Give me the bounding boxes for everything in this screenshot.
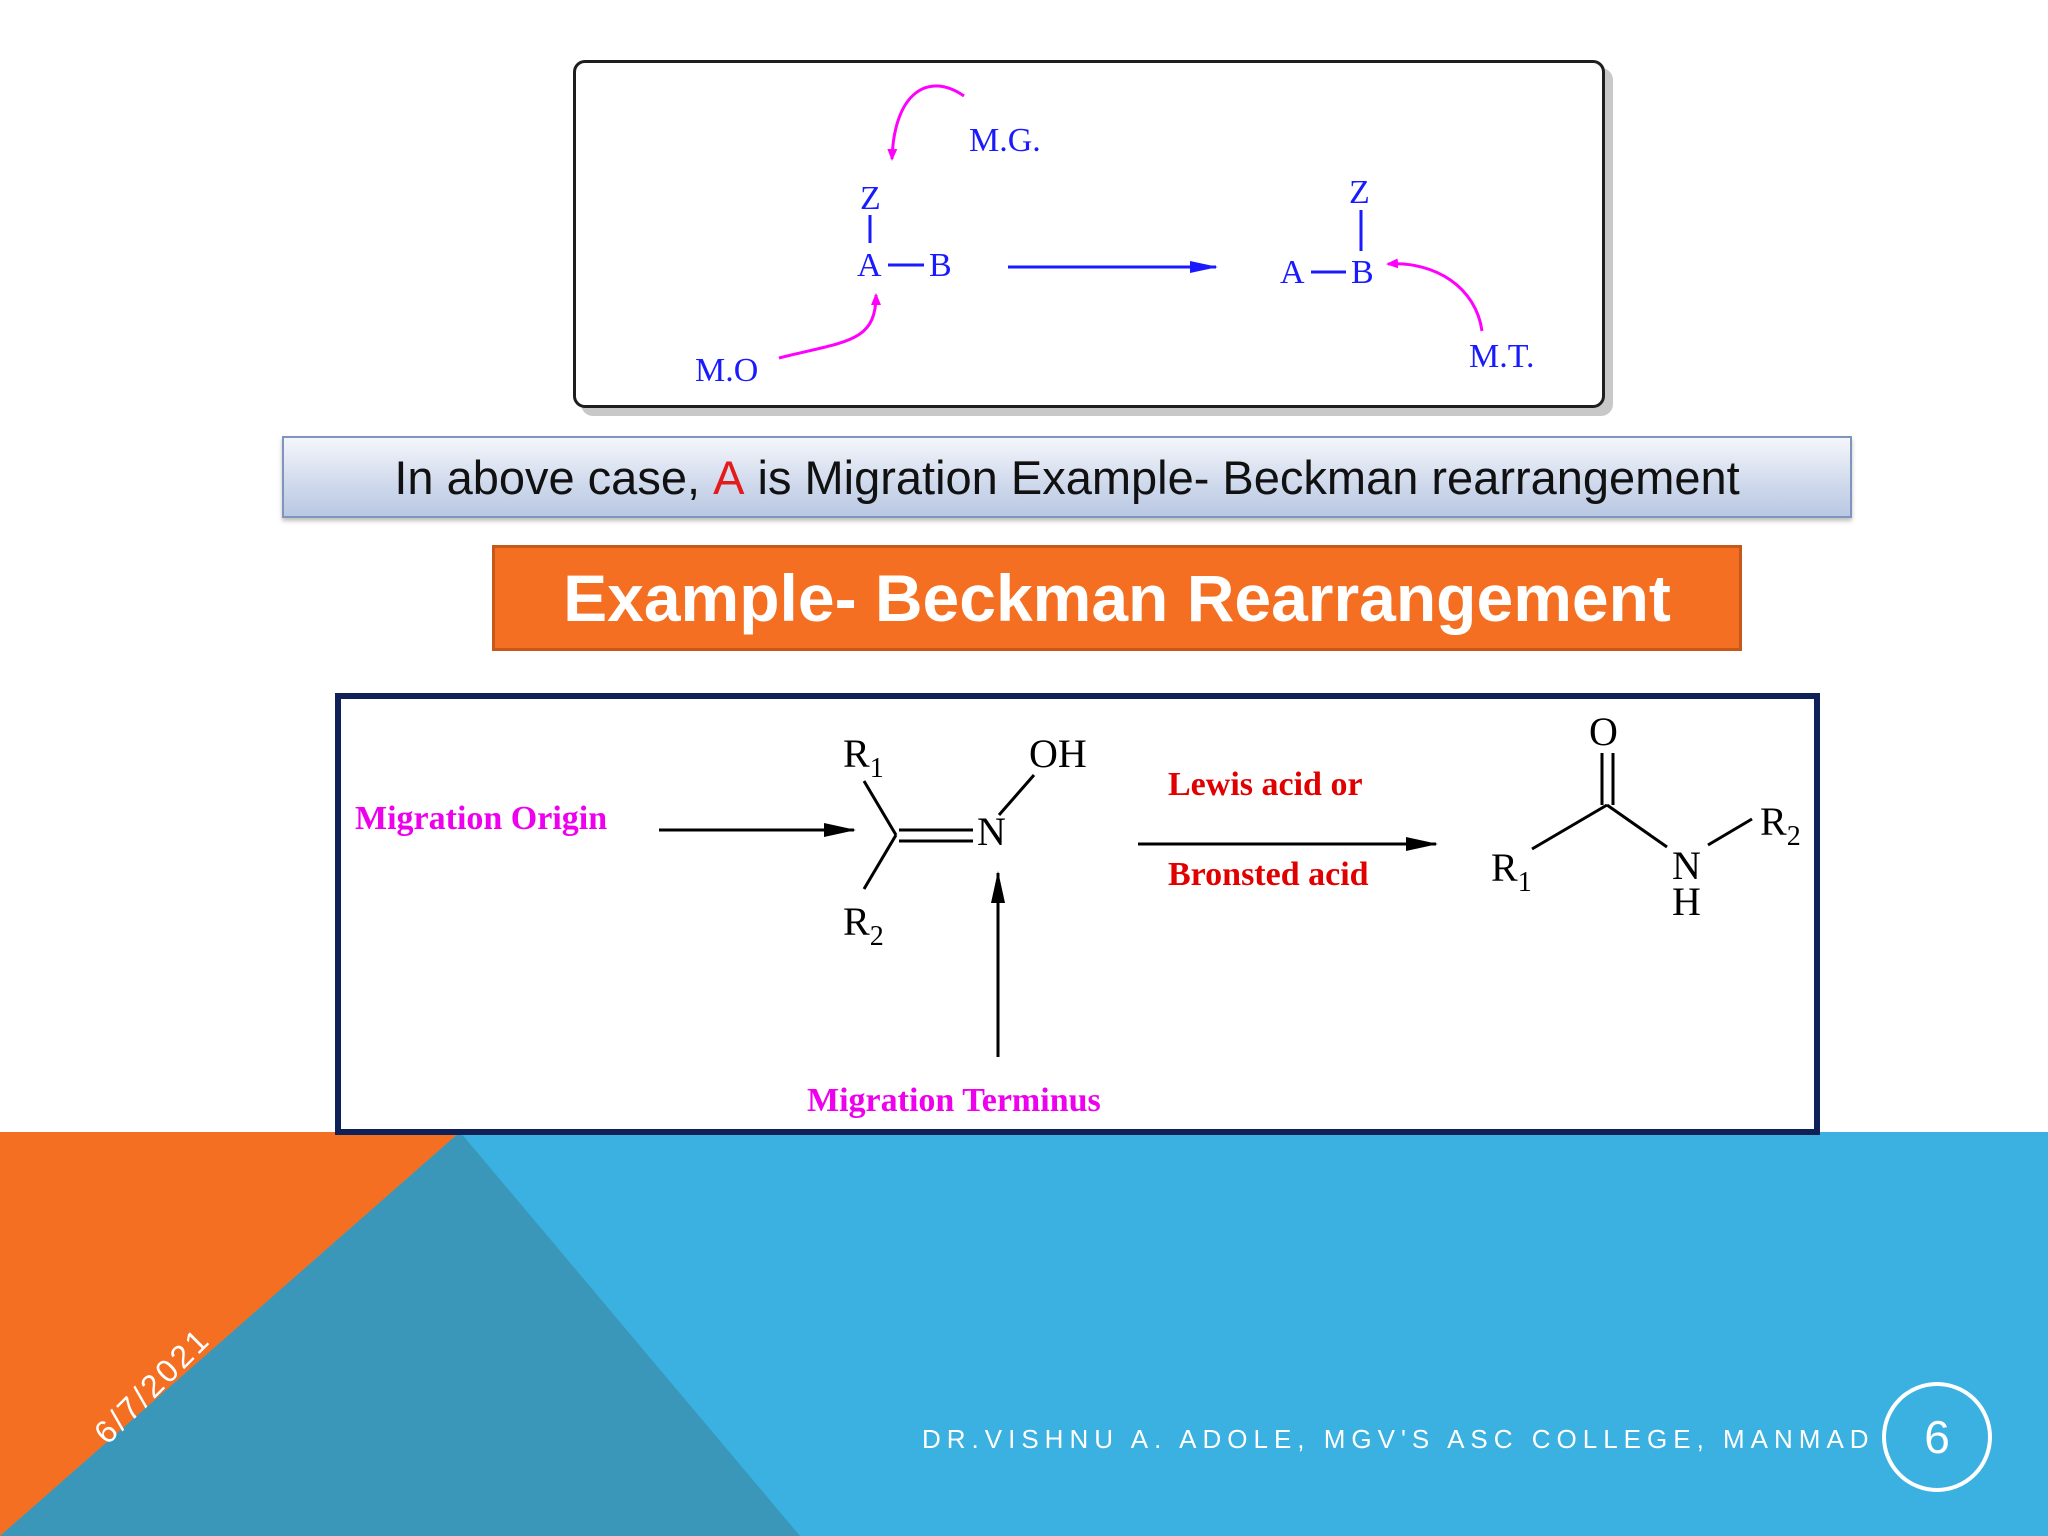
label-mt: M.T. bbox=[1469, 338, 1534, 375]
curve-arrow-mt bbox=[1386, 258, 1484, 332]
label-migration-terminus: Migration Terminus bbox=[807, 1082, 1101, 1119]
beckmann-scheme-diagram: Migration Origin Migration Terminus Lewi… bbox=[355, 709, 1801, 1119]
reagent-lewis-acid: Lewis acid or bbox=[1168, 766, 1363, 803]
label-mg: M.G. bbox=[969, 122, 1041, 159]
section-title-text: Example- Beckman Rearrangement bbox=[563, 561, 1671, 635]
atom-r1-amide: R1 bbox=[1491, 845, 1532, 898]
section-title: Example- Beckman Rearrangement bbox=[492, 545, 1742, 651]
atom-b-left: B bbox=[929, 247, 952, 284]
bond-carbonyl-n bbox=[1606, 803, 1668, 849]
curve-arrow-mo bbox=[778, 293, 881, 360]
curve-arrow-mg bbox=[887, 84, 965, 161]
label-mo: M.O bbox=[695, 352, 758, 389]
beckmann-scheme-box: Migration Origin Migration Terminus Lewi… bbox=[335, 693, 1820, 1135]
atom-b-right: B bbox=[1351, 254, 1374, 291]
atom-a-left: A bbox=[857, 247, 882, 284]
footer-teal-triangle bbox=[0, 1132, 800, 1536]
label-migration-origin: Migration Origin bbox=[355, 800, 607, 837]
atom-n-oxime: N bbox=[977, 809, 1006, 854]
page-number-badge: 6 bbox=[1882, 1382, 1992, 1492]
info-prefix: In above case, bbox=[394, 450, 714, 504]
atom-n-amide: N bbox=[1672, 843, 1701, 888]
migration-scheme-box: M.G. Z A B M.O Z A B M.T. bbox=[573, 60, 1605, 408]
atom-z-left: Z bbox=[860, 180, 881, 217]
info-highlight-a: A bbox=[713, 450, 745, 504]
reagent-bronsted-acid: Bronsted acid bbox=[1168, 856, 1369, 893]
bond-c-r2 bbox=[862, 834, 898, 890]
atom-o-amide: O bbox=[1589, 709, 1618, 754]
info-suffix: is Migration Example- Beckman rearrangem… bbox=[744, 450, 1740, 504]
atom-a-right: A bbox=[1280, 254, 1305, 291]
footer-background bbox=[0, 1132, 2048, 1536]
bond-n-oh bbox=[997, 774, 1036, 816]
atom-oh: OH bbox=[1029, 731, 1087, 776]
atom-r2-amide: R2 bbox=[1760, 799, 1801, 852]
page-number: 6 bbox=[1924, 1411, 1950, 1463]
atom-z-right: Z bbox=[1349, 174, 1370, 211]
migration-scheme-diagram: M.G. Z A B M.O Z A B M.T. bbox=[695, 84, 1534, 389]
slide-credit: DR.VISHNU A. ADOLE, MGV'S ASC COLLEGE, M… bbox=[922, 1424, 1875, 1454]
bond-n-r2 bbox=[1707, 817, 1753, 847]
atom-r1-oxime: R1 bbox=[843, 731, 884, 784]
info-bar: In above case, A is Migration Example- B… bbox=[282, 436, 1852, 518]
bond-r1-carbonyl bbox=[1531, 803, 1608, 851]
atom-r2-oxime: R2 bbox=[843, 899, 884, 952]
bond-r1-c bbox=[862, 780, 898, 836]
atom-h-amide: H bbox=[1672, 879, 1701, 924]
